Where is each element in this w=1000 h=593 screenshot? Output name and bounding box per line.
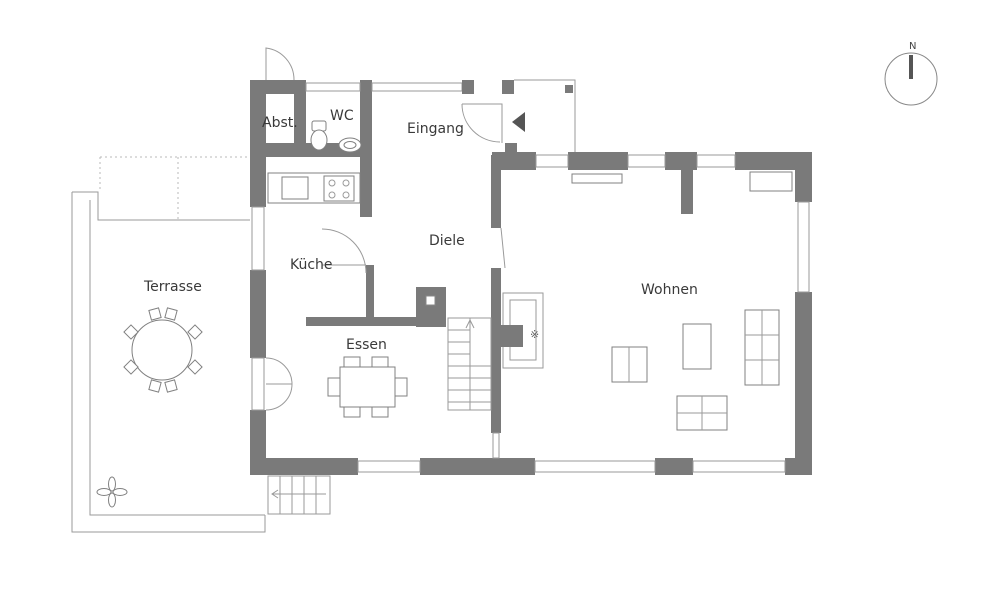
terrace-chair (148, 307, 162, 321)
terrace-chair (187, 359, 203, 375)
dining-table (327, 356, 408, 418)
room-labels: Abst. WC Eingang Diele Küche Terrasse Es… (143, 108, 698, 353)
room-label-kueche: Küche (290, 257, 333, 273)
room-label-terrasse: Terrasse (143, 279, 202, 295)
room-label-diele: Diele (429, 233, 465, 249)
terrace-chair (187, 324, 203, 340)
room-label-abst: Abst. (262, 115, 298, 131)
compass: N (884, 41, 938, 106)
terrace-chair (123, 324, 139, 340)
fireplace: ※ (501, 292, 544, 369)
terrace-steps (267, 475, 331, 515)
room-label-eingang: Eingang (407, 121, 464, 137)
walls (250, 79, 812, 475)
compass-north-label: N (909, 41, 916, 52)
terrace-area (71, 156, 266, 533)
kitchen-counter (267, 172, 361, 204)
doors (265, 47, 525, 411)
terrace-chair (123, 359, 139, 375)
room-label-wohnen: Wohnen (641, 282, 698, 298)
terrace-chair (164, 379, 178, 393)
living-furniture (571, 171, 793, 431)
staircase (447, 317, 492, 411)
plant-icon (96, 476, 128, 508)
terrace-chair (148, 379, 162, 393)
svg-text:※: ※ (530, 328, 539, 341)
wc-fixtures (310, 120, 362, 153)
room-label-essen: Essen (346, 337, 387, 353)
terrace-dining-set (123, 307, 203, 393)
terrace-chair (164, 307, 178, 321)
room-label-wc: WC (330, 108, 354, 124)
